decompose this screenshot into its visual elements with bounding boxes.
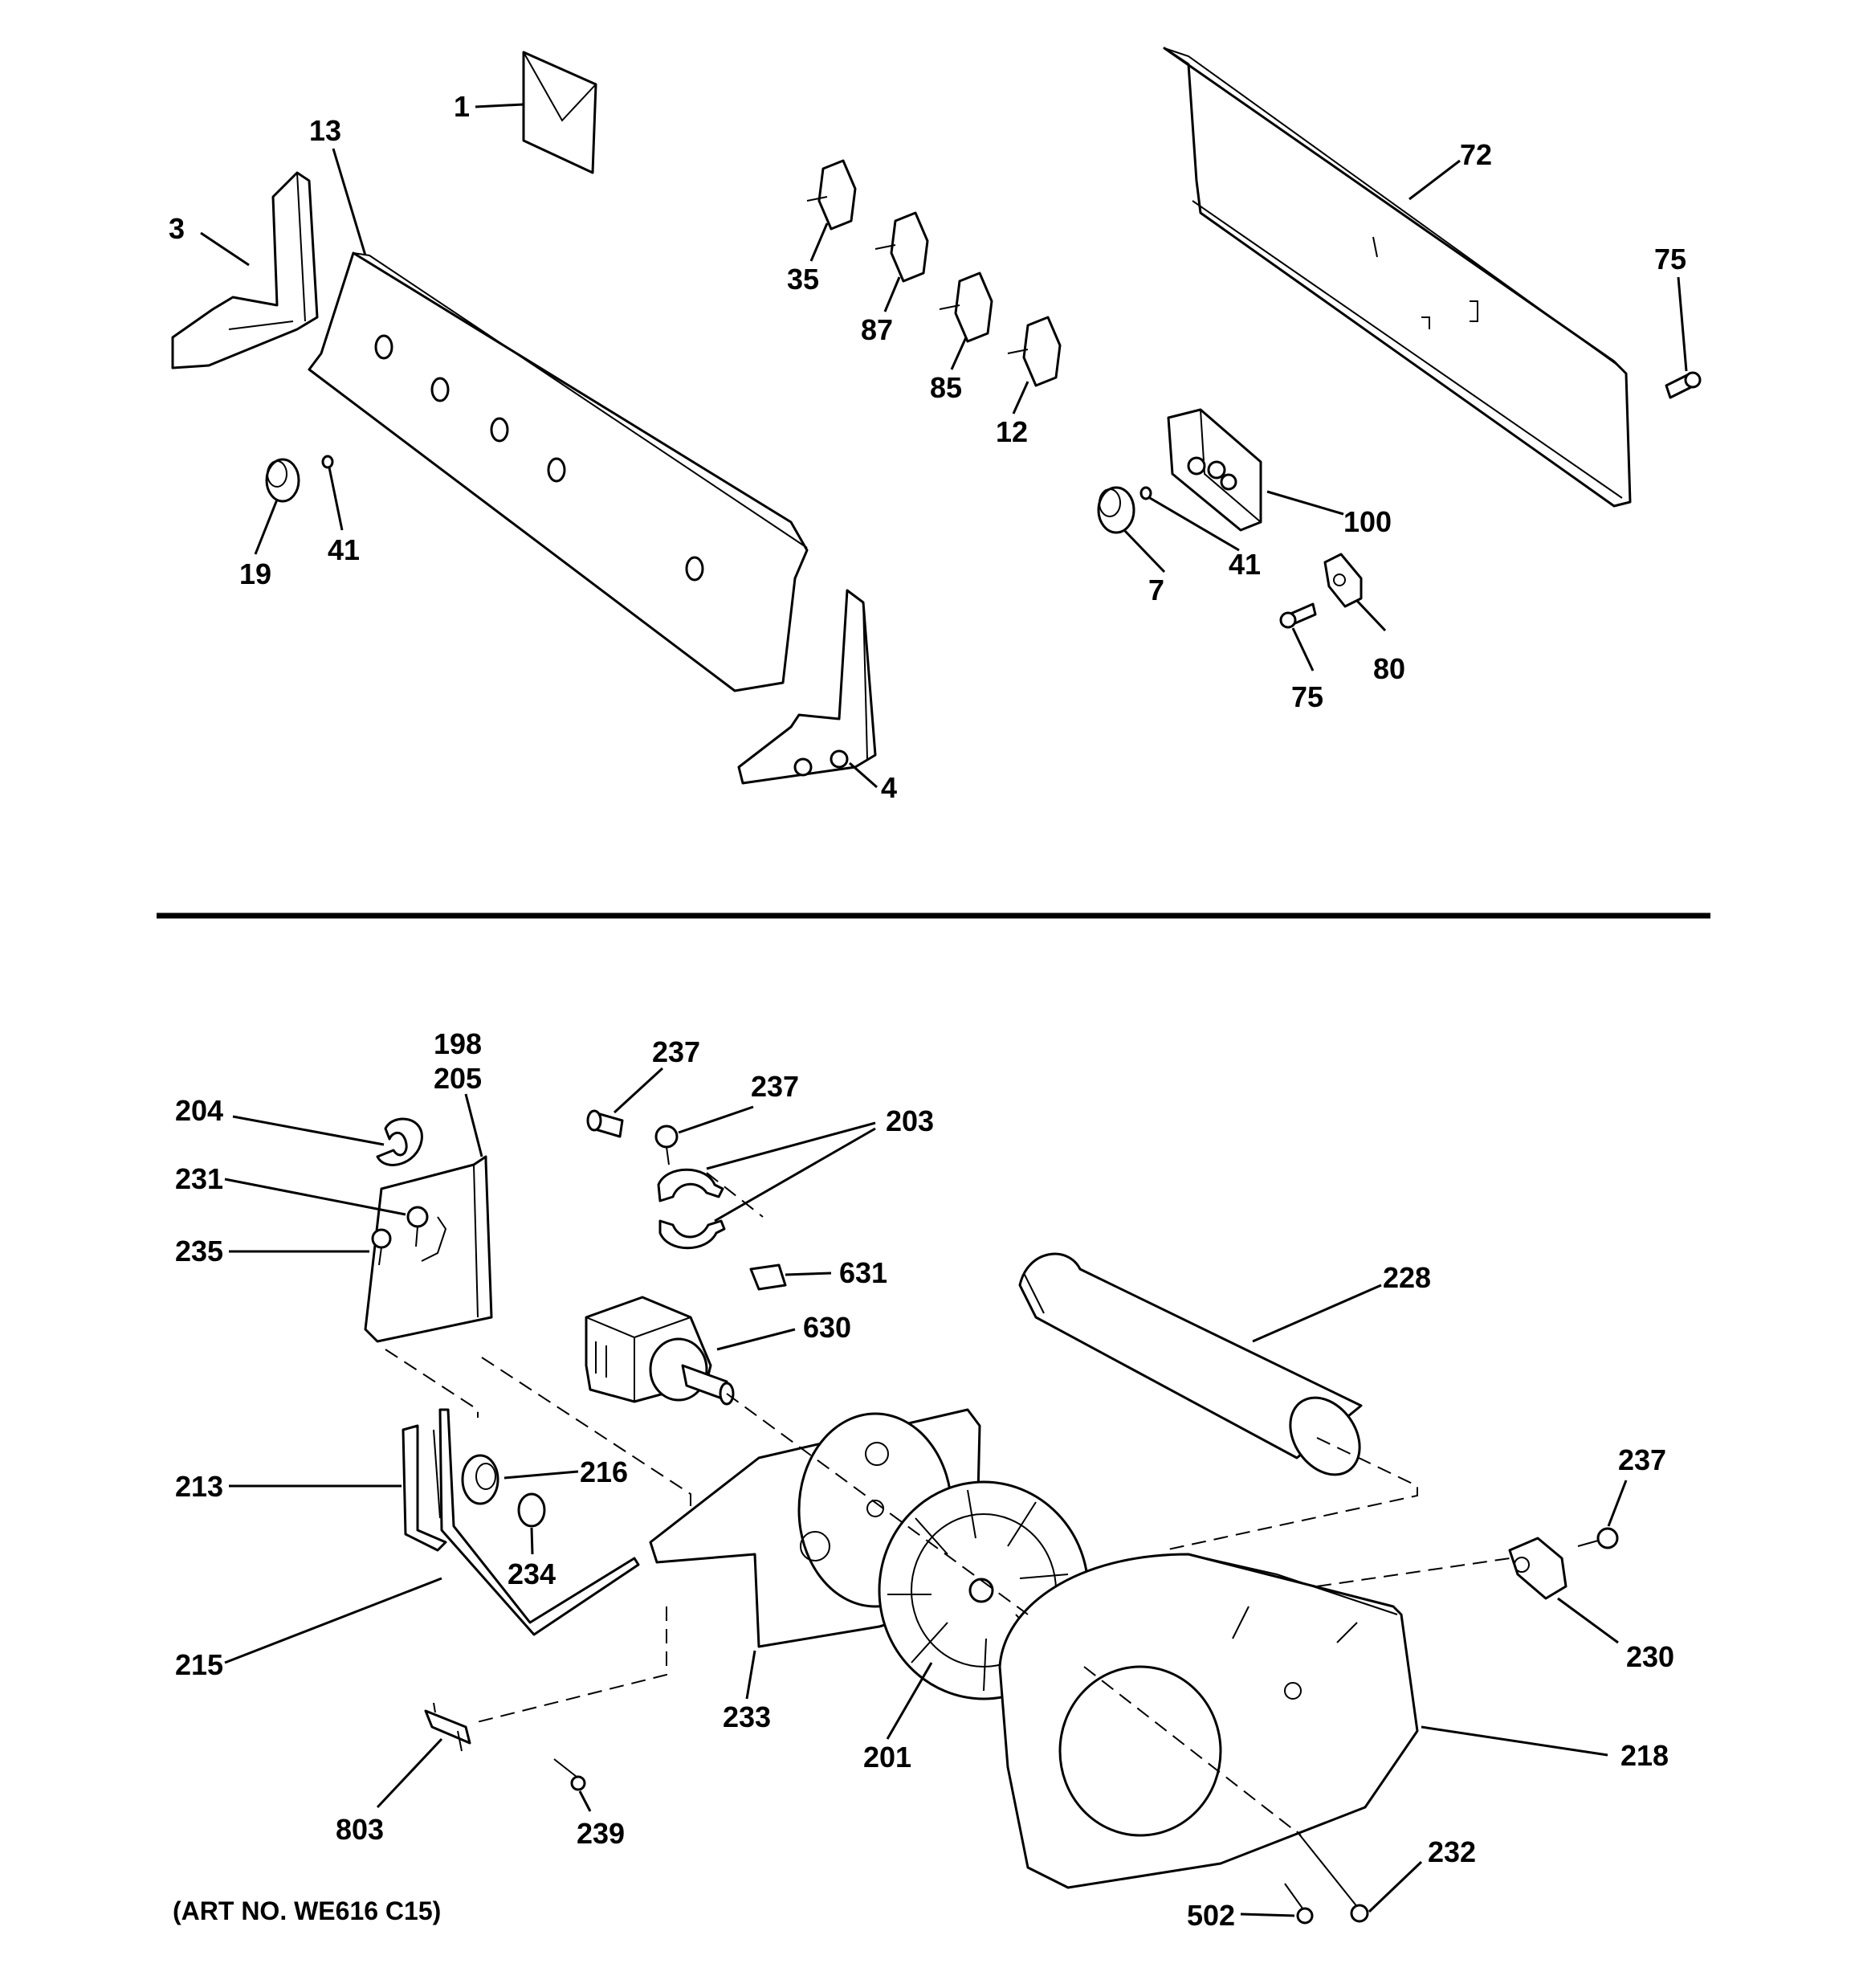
label-201: 201 — [863, 1741, 911, 1774]
part-3-left-endcap — [171, 171, 319, 369]
label-80: 80 — [1373, 652, 1405, 685]
label-19: 19 — [239, 557, 271, 590]
part-237-screw-a — [586, 1109, 624, 1138]
part-41-ring-left — [321, 455, 334, 469]
part-75-screw-lower — [1279, 602, 1317, 629]
label-87: 87 — [861, 313, 893, 346]
label-13: 13 — [309, 114, 341, 147]
label-235: 235 — [175, 1235, 223, 1268]
label-75-lower: 75 — [1291, 680, 1323, 713]
alignment-dashed-lines — [385, 1172, 1510, 1836]
label-803: 803 — [336, 1813, 384, 1846]
part-239-screw — [553, 1758, 586, 1791]
label-234: 234 — [508, 1557, 556, 1590]
part-4-right-endcap — [737, 589, 877, 785]
label-631: 631 — [839, 1256, 887, 1289]
label-232: 232 — [1428, 1835, 1476, 1868]
bottom-labels: 198 205 204 231 235 237 237 203 631 630 … — [175, 1027, 1674, 1932]
part-7-knob — [1097, 486, 1135, 534]
part-230-thermostat — [1508, 1537, 1567, 1600]
label-85: 85 — [930, 371, 962, 404]
label-35: 35 — [787, 263, 819, 296]
label-3: 3 — [169, 212, 185, 245]
part-216-idler-pulley — [461, 1454, 499, 1505]
label-237-a: 237 — [652, 1035, 700, 1068]
label-233: 233 — [723, 1700, 771, 1733]
part-502-screw — [1284, 1883, 1314, 1925]
part-213-belt — [402, 1424, 447, 1552]
part-1-instruction-sheet — [522, 51, 597, 174]
part-228-duct-tube — [1018, 1252, 1363, 1476]
label-7: 7 — [1148, 574, 1164, 606]
label-1: 1 — [454, 90, 470, 123]
part-72-back-panel — [1163, 47, 1632, 508]
part-235-screw — [371, 1228, 392, 1266]
label-231: 231 — [175, 1162, 223, 1195]
label-203: 203 — [886, 1104, 934, 1137]
part-198-205-bracket-plate — [364, 1155, 493, 1343]
part-41-ring-right — [1139, 486, 1152, 500]
label-72: 72 — [1460, 138, 1492, 171]
part-19-knob — [265, 458, 300, 503]
part-85-switch — [939, 271, 993, 343]
part-13-control-panel — [308, 251, 809, 692]
art-number: (ART NO. WE616 C15) — [173, 1896, 441, 1925]
part-100-timer — [1167, 408, 1262, 532]
label-216: 216 — [580, 1455, 628, 1488]
top-labels: 1 13 3 19 41 35 87 85 12 72 75 100 7 41 … — [169, 90, 1686, 804]
label-218: 218 — [1620, 1739, 1669, 1772]
part-218-blower-housing — [998, 1553, 1419, 1889]
part-215-idler-arm — [438, 1408, 640, 1636]
label-237-c: 237 — [1618, 1443, 1666, 1476]
label-237-b: 237 — [751, 1070, 799, 1103]
label-239: 239 — [577, 1817, 625, 1850]
label-100: 100 — [1343, 505, 1392, 538]
label-12: 12 — [996, 415, 1028, 448]
label-204: 204 — [175, 1094, 223, 1127]
label-228: 228 — [1383, 1261, 1431, 1294]
label-75-upper: 75 — [1654, 243, 1686, 276]
part-203-motor-clamps — [657, 1168, 726, 1250]
part-35-switch — [806, 159, 857, 231]
part-237-screw-b — [654, 1125, 679, 1165]
part-204-clip — [376, 1117, 423, 1166]
part-80-bracket — [1323, 553, 1363, 608]
part-232-long-screw — [1296, 1831, 1369, 1923]
part-237-screw-c — [1577, 1527, 1619, 1549]
label-41-left: 41 — [328, 533, 360, 566]
label-41-right: 41 — [1229, 548, 1261, 581]
part-234-nut — [517, 1492, 546, 1528]
label-213: 213 — [175, 1470, 223, 1503]
part-803-switch — [424, 1702, 471, 1752]
label-215: 215 — [175, 1648, 223, 1681]
label-198: 198 — [434, 1027, 482, 1060]
label-4: 4 — [881, 771, 897, 804]
label-230: 230 — [1626, 1640, 1674, 1673]
label-630: 630 — [803, 1311, 851, 1344]
label-502: 502 — [1187, 1899, 1235, 1932]
part-231-screw — [406, 1206, 429, 1247]
label-205: 205 — [434, 1062, 482, 1095]
part-630-motor — [585, 1296, 735, 1406]
part-87-switch — [874, 211, 929, 283]
top-leader-lines — [200, 103, 1688, 789]
part-631-connector — [749, 1263, 787, 1291]
bottom-leader-lines — [224, 1067, 1628, 1917]
part-12-switch — [1007, 316, 1062, 387]
part-75-screw-upper — [1665, 371, 1702, 399]
